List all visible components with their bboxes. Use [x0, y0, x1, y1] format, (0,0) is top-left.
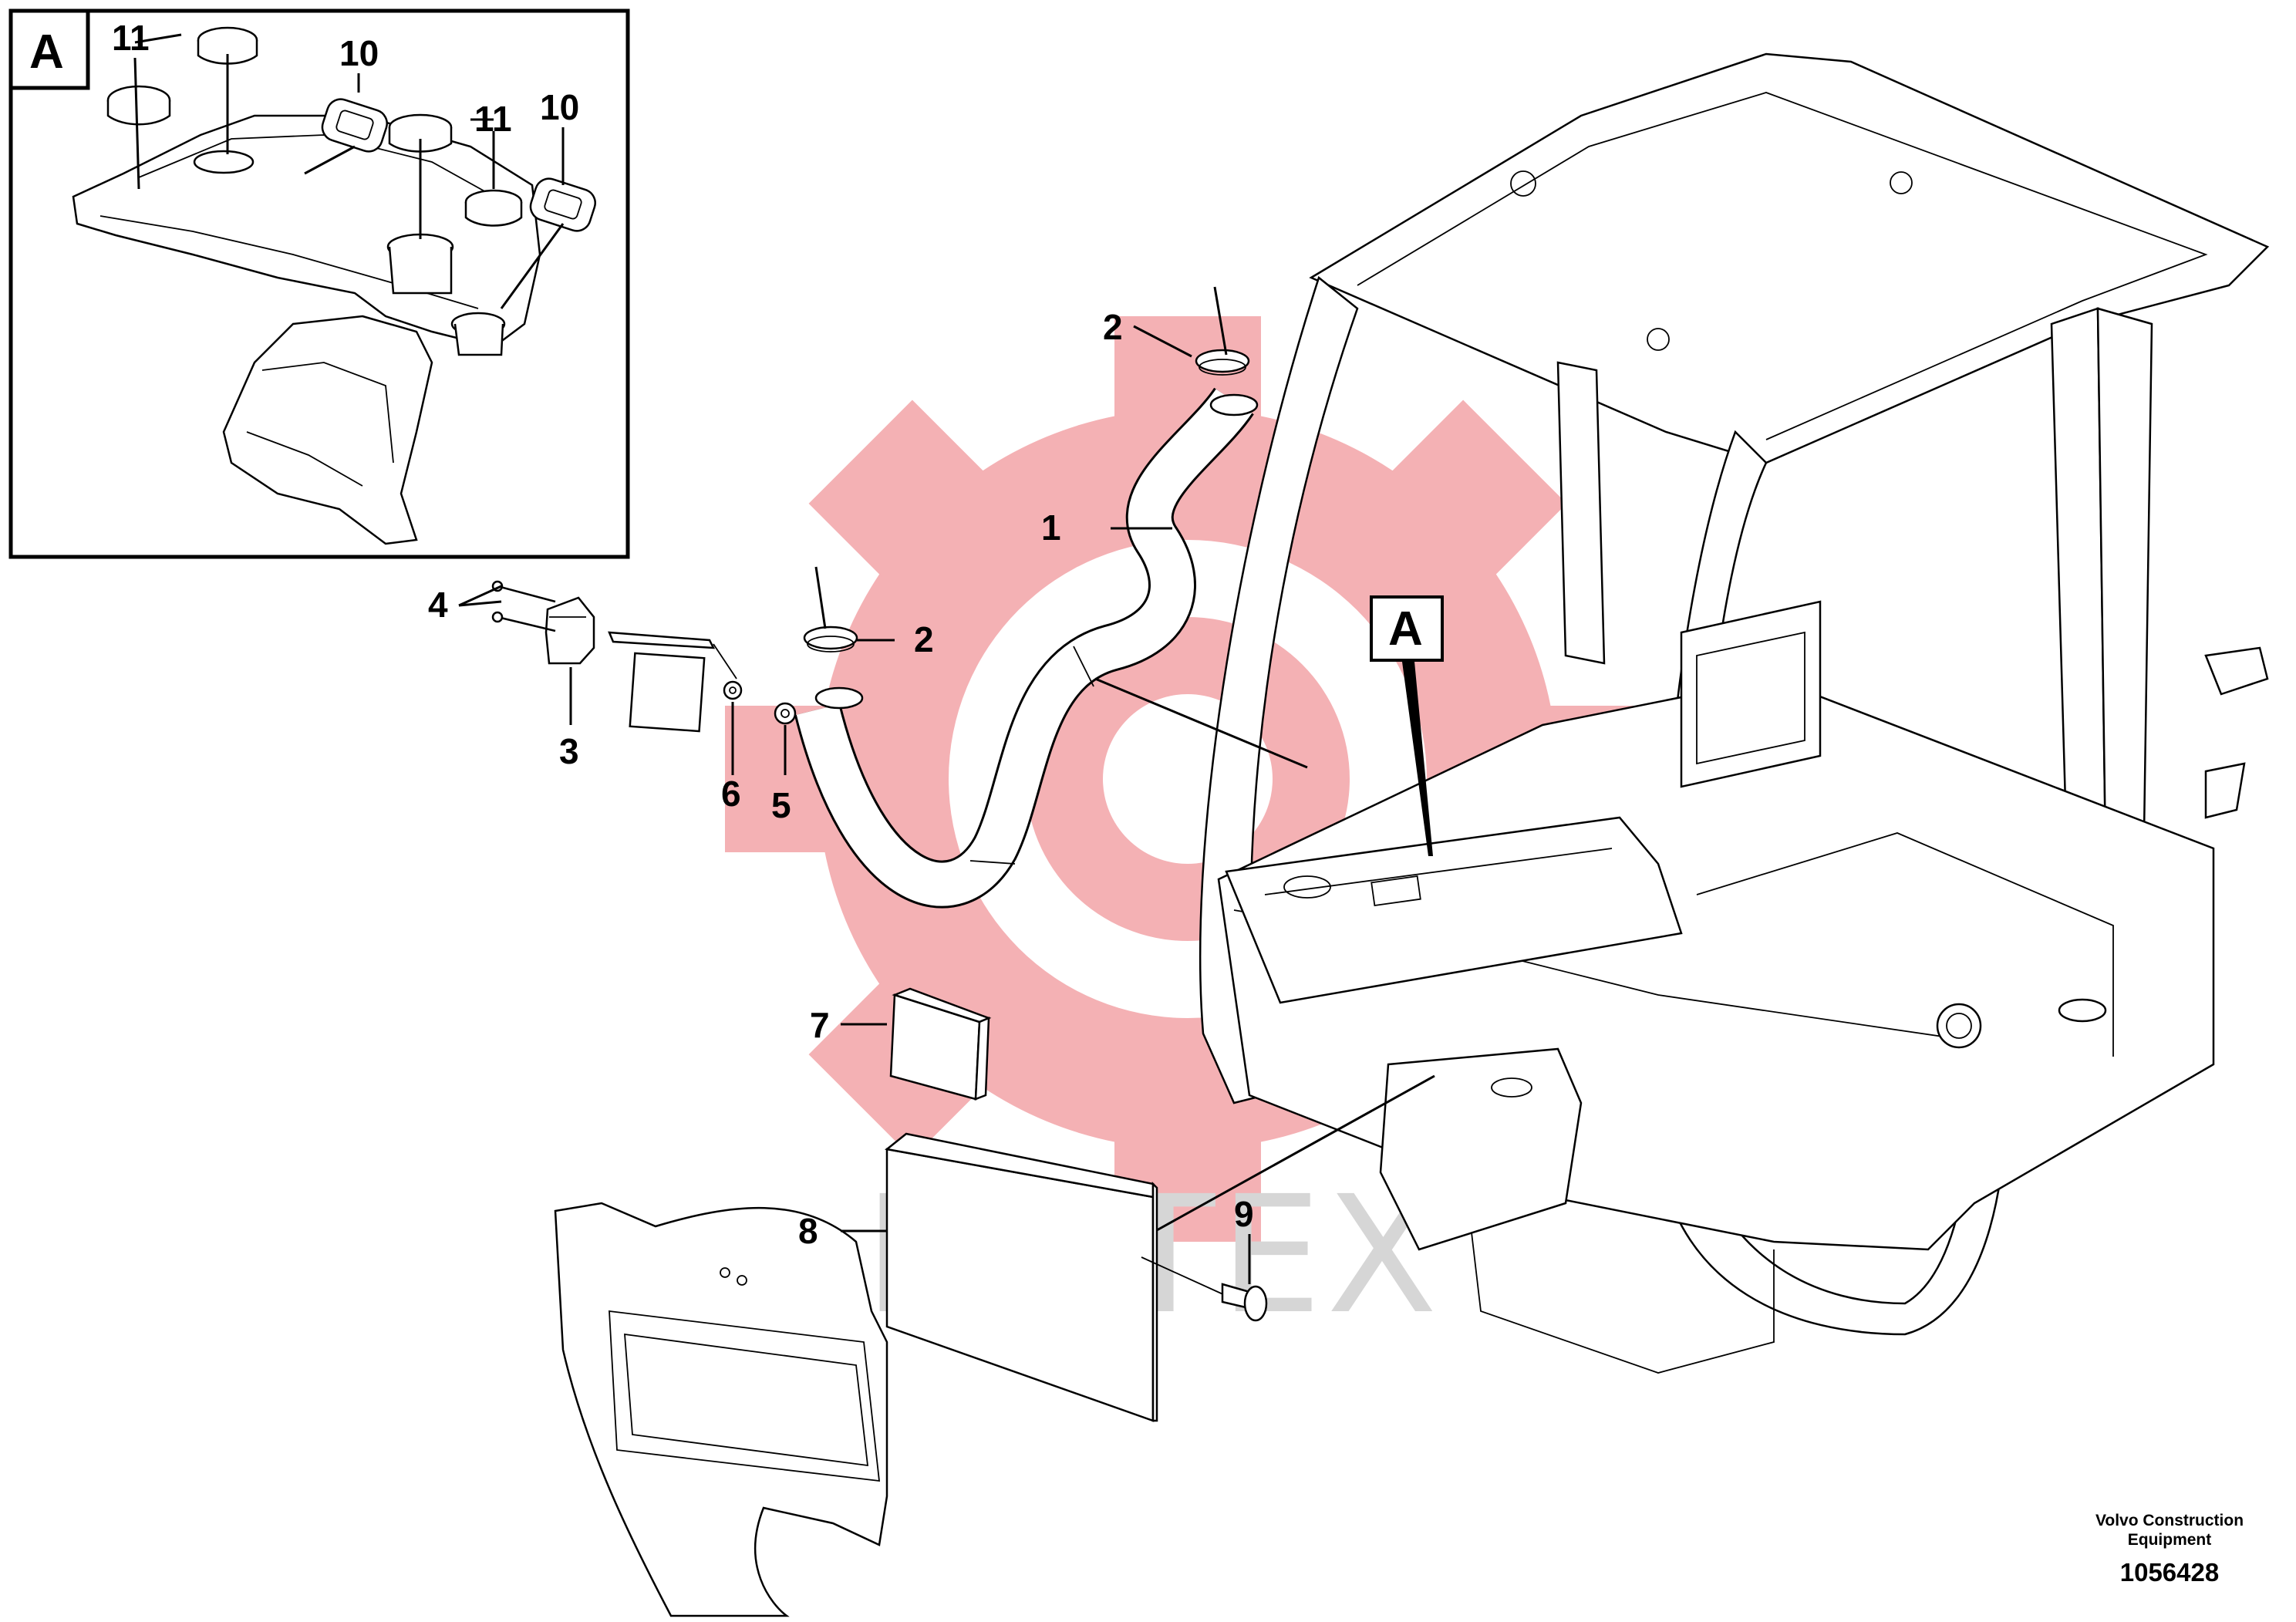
footer: Volvo Construction Equipment 1056428 — [2095, 1512, 2244, 1587]
push-rivet-icon — [1141, 1256, 1268, 1322]
callout-6: 6 — [721, 774, 741, 814]
callout-3: 3 — [559, 731, 579, 771]
hose-clamp-icon — [803, 349, 1250, 653]
detail-label: A — [29, 25, 64, 79]
cab-frame — [1199, 52, 2270, 1374]
publisher-line-1: Volvo Construction — [2095, 1512, 2244, 1529]
air-duct-hose — [794, 387, 1259, 909]
callout-labels: 1 2 2 3 4 5 6 7 8 9 — [428, 307, 1254, 1251]
callout-4: 4 — [428, 585, 448, 625]
callout-10a: 10 — [339, 33, 379, 73]
callout-leaders — [458, 286, 1435, 1284]
callout-11b: 11 — [474, 99, 512, 139]
detail-label-box — [8, 8, 90, 90]
detail-view-a: A — [8, 8, 630, 559]
callout-11a: 11 — [112, 18, 150, 58]
air-vent-round-icon — [106, 26, 523, 227]
filter-pad — [889, 987, 992, 1101]
document-number: 1056428 — [2120, 1558, 2219, 1587]
callout-7: 7 — [810, 1005, 830, 1045]
sensor-assembly — [491, 580, 797, 733]
air-vent-directional-icon — [321, 98, 596, 232]
callout-9: 9 — [1234, 1194, 1254, 1234]
callout-8: 8 — [798, 1211, 818, 1251]
callout-1: 1 — [1041, 508, 1061, 548]
callout-2b: 2 — [914, 619, 934, 659]
console-assembly — [72, 114, 541, 545]
callout-5: 5 — [771, 785, 791, 825]
insulation-block — [885, 1132, 1158, 1422]
detail-reference-label: A — [1388, 602, 1423, 656]
callout-10b: 10 — [540, 87, 579, 127]
callout-2a: 2 — [1103, 307, 1123, 347]
lower-trim-panel — [554, 1202, 888, 1617]
publisher-line-2: Equipment — [2128, 1531, 2212, 1549]
detail-reference-a: A — [1370, 595, 1444, 856]
